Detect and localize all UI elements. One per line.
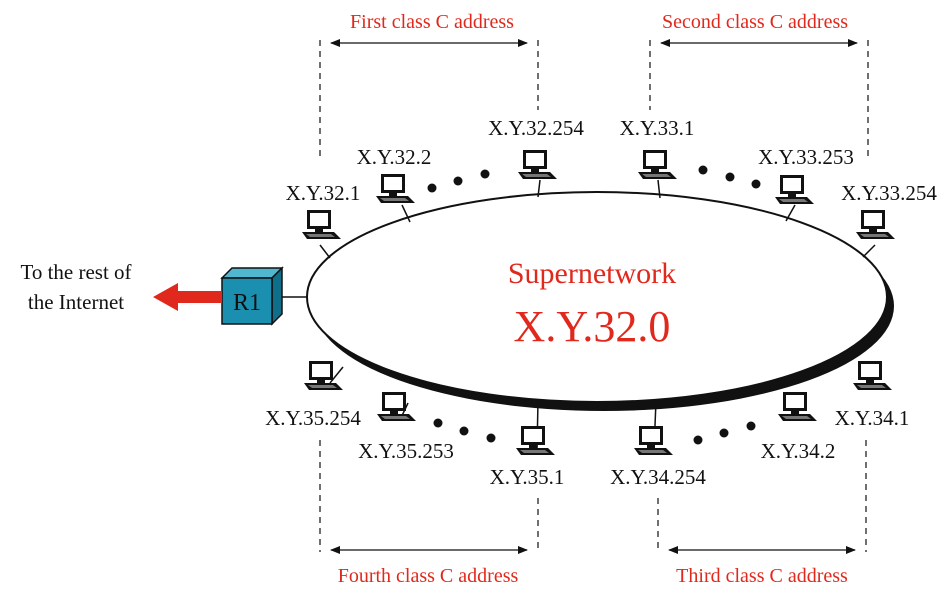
computer-icon-35-254 [304, 361, 343, 390]
range-boundaries [319, 40, 869, 552]
host-label-32-1: X.Y.32.1 [286, 181, 361, 205]
supernet-title: Supernetwork [508, 257, 676, 290]
host-label-33-254: X.Y.33.254 [841, 181, 937, 205]
computer-icon-32-254 [518, 150, 557, 179]
computer-icon-33-1 [638, 150, 677, 179]
host-label-32-2: X.Y.32.2 [357, 145, 432, 169]
computer-icon-32-2 [376, 174, 415, 203]
host-label-34-2: X.Y.34.2 [761, 439, 836, 463]
host-label-35-253: X.Y.35.253 [358, 439, 454, 463]
host-label-34-254: X.Y.34.254 [610, 465, 706, 489]
internet-label-line1: To the rest of [20, 260, 131, 284]
first-class-c-label: First class C address [350, 11, 514, 33]
computer-icon-34-1 [853, 361, 892, 390]
host-label-32-254: X.Y.32.254 [488, 116, 584, 140]
host-label-35-1: X.Y.35.1 [490, 465, 565, 489]
router-label: R1 [233, 290, 261, 316]
router-icon [220, 266, 284, 326]
computer-icon-33-253 [775, 175, 814, 204]
supernet-address: X.Y.32.0 [514, 302, 671, 351]
internet-arrow-icon [153, 283, 222, 311]
computer-icon-35-1 [516, 426, 555, 455]
second-class-c-label: Second class C address [662, 11, 848, 33]
host-label-35-254: X.Y.35.254 [265, 406, 361, 430]
third-class-c-label: Third class C address [676, 565, 848, 586]
host-label-33-1: X.Y.33.1 [620, 116, 695, 140]
computer-icon-34-2 [778, 392, 817, 421]
host-label-34-1: X.Y.34.1 [835, 406, 910, 430]
fourth-class-c-label: Fourth class C address [338, 565, 519, 586]
computer-icon-34-254 [634, 426, 673, 455]
ellipsis-dots [427, 165, 761, 445]
range-arrows [330, 39, 858, 554]
internet-label-line2: the Internet [28, 290, 124, 314]
computer-icon-32-1 [302, 210, 341, 239]
computer-icon-33-254 [856, 210, 895, 239]
host-label-33-253: X.Y.33.253 [758, 145, 854, 169]
computer-icon-35-253 [377, 392, 416, 421]
ring-network [306, 191, 888, 403]
